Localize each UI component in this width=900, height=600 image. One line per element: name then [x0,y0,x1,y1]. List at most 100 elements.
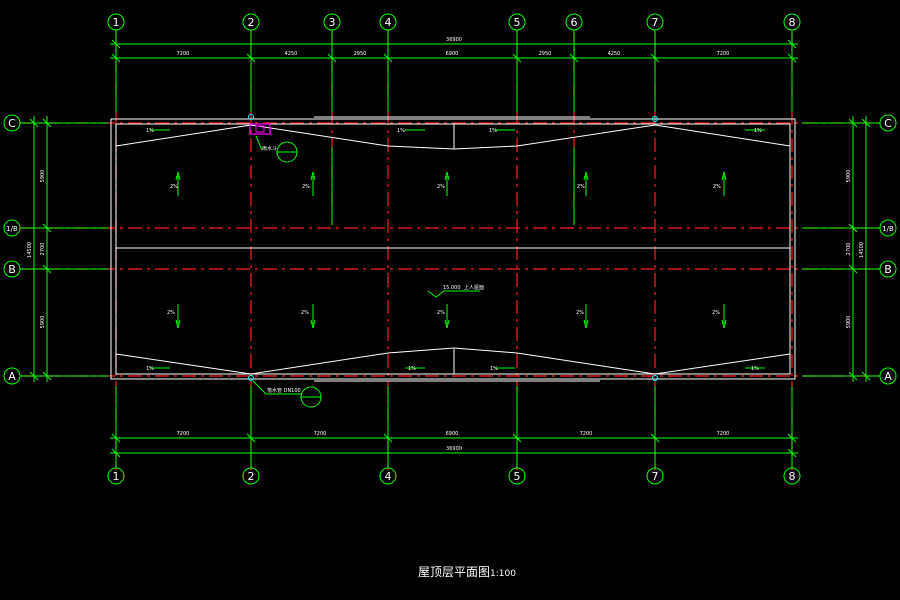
svg-text:8: 8 [789,470,796,483]
dim-text: 4250 [608,51,621,57]
bottom-dimension-texts: 7200 7200 6900 7200 7200 36900 [177,431,730,452]
slope-label: 2% [170,184,178,190]
dim-text: 2700 [40,243,46,256]
roof-outline [110,116,796,382]
vertical-gridlines [115,30,793,470]
dim-text: 2700 [846,243,852,256]
slope-label: 1% [146,128,154,134]
dim-text: 14500 [27,242,33,258]
right-axis-bubbles: C 1/B B A [879,114,897,385]
axis-bubble: 7 [646,467,664,485]
slope-label: 1% [754,128,762,134]
svg-text:6: 6 [571,16,578,29]
svg-text:C: C [884,117,892,130]
left-dimension-lines [29,116,52,382]
slope-label: 1% [408,366,416,372]
dim-text: 5900 [40,316,46,329]
axis-bubble: 4 [379,13,397,31]
axis-bubble: 5 [508,13,526,31]
axis-bubble: C [3,114,21,132]
left-dimension-texts: 14500 5900 2700 5900 [27,170,46,329]
axis-bubble: 8 [783,467,801,485]
slope-label: 1% [489,128,497,134]
svg-text:1: 1 [113,16,120,29]
bottom-axis-bubbles: 1 2 4 5 7 8 [107,467,801,485]
detail-label: 雨水斗 [262,145,277,152]
detail-label: 落水管 DN100 [267,387,301,394]
top-dimension-texts: 36900 7200 4250 2950 6900 2950 4250 7200 [177,37,730,57]
elevation-mark: 15.000 上人屋面 [427,284,484,298]
axis-bubble: A [879,367,897,385]
svg-text:1: 1 [113,470,120,483]
title-text: 屋顶层平面图 [418,565,490,579]
dim-text: 2950 [354,51,367,57]
svg-text:4: 4 [385,16,392,29]
slope-label: 1% [397,128,405,134]
rain-outlet-detail: 雨水斗 [248,114,298,163]
slope-label: 1% [146,366,154,372]
svg-text:1/B: 1/B [6,225,18,233]
axis-bubble: 7 [646,13,664,31]
slope-label: 2% [437,310,445,316]
axis-bubble: C [879,114,897,132]
downpipe-detail: 落水管 DN100 [248,116,658,408]
slope-label: 2% [577,184,585,190]
dim-text: 7200 [177,431,190,437]
axis-bubble: A [3,367,21,385]
axis-bubble: B [879,260,897,278]
svg-text:7: 7 [652,470,659,483]
svg-text:3: 3 [329,16,336,29]
dim-text: 2950 [539,51,552,57]
svg-text:1/B: 1/B [882,225,894,233]
slope-label: 1% [751,366,759,372]
scale-text: 1:100 [490,569,516,579]
dim-text: 7200 [717,431,730,437]
partition-lines [331,147,575,225]
svg-text:5: 5 [514,470,521,483]
right-dimension-texts: 5900 2700 5900 14500 [846,170,865,329]
dim-text: 7200 [717,51,730,57]
axis-bubble: 2 [242,467,260,485]
svg-text:B: B [8,263,16,276]
slope-label: 2% [301,310,309,316]
bottom-dimension-lines [110,433,798,458]
axis-bubble: 6 [565,13,583,31]
dim-text: 7200 [177,51,190,57]
axis-extension-lines [20,30,880,468]
svg-text:4: 4 [385,470,392,483]
dim-text: 7200 [314,431,327,437]
horizontal-gridlines [20,122,880,377]
axis-bubble: 8 [783,13,801,31]
svg-text:A: A [8,370,16,383]
axis-bubble: 2 [242,13,260,31]
slope-label: 2% [302,184,310,190]
svg-text:2: 2 [248,16,255,29]
slope-label: 1% [490,366,498,372]
dim-text: 6900 [446,51,459,57]
svg-text:8: 8 [789,16,796,29]
left-axis-bubbles: C 1/B B A [3,114,21,385]
axis-bubble: 1 [107,467,125,485]
top-axis-bubbles: 1 2 3 4 5 6 7 8 [107,13,801,31]
svg-text:7: 7 [652,16,659,29]
svg-text:5: 5 [514,16,521,29]
svg-text:2: 2 [248,470,255,483]
axis-bubble: 1 [107,13,125,31]
slope-label: 2% [713,184,721,190]
dim-text: 7200 [580,431,593,437]
slope-labels: 2% 2% 2% 2% 2% 2% 2% 2% 2% 2% 1% 1% 1% 1… [146,128,762,372]
axis-bubble: 5 [508,467,526,485]
slope-arrows [150,129,765,369]
dim-text: 5900 [40,170,46,183]
slope-label: 2% [167,310,175,316]
dim-text: 4250 [285,51,298,57]
drawing-title: 屋顶层平面图 1:100 [418,565,516,579]
svg-text:C: C [8,117,16,130]
elevation-note: 上人屋面 [464,284,484,291]
svg-text:A: A [884,370,892,383]
slope-label: 2% [712,310,720,316]
svg-text:B: B [884,263,892,276]
dim-text: 5900 [846,316,852,329]
elevation-value: 15.000 [443,285,461,291]
